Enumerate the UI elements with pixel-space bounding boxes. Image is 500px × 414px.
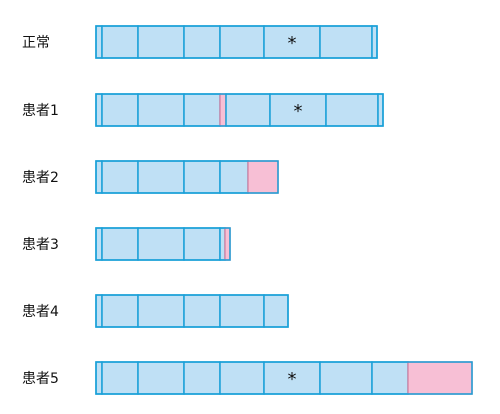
bar-frame [95,93,384,127]
exon-segment [263,294,289,328]
construct-row: 患者4 [0,294,500,328]
exon-segment [95,361,103,395]
construct-bar [95,294,289,328]
exon-segment [95,93,103,127]
exon-segment [137,25,185,59]
exon-segment [95,25,103,59]
exon-segment [219,160,249,194]
row-label: 患者1 [22,103,59,119]
exon-segment [325,93,379,127]
exon-segment [101,361,139,395]
exon-segment [371,361,409,395]
exon-segment [183,93,221,127]
bar-frame [95,294,289,328]
exon-segment [219,294,265,328]
construct-row: 患者3 [0,227,500,261]
asterisk-marker: * [288,369,297,390]
exon-segment [101,93,139,127]
exon-segment [137,160,185,194]
exon-segment [95,227,103,261]
construct-bar: * [95,25,378,59]
exon-segment [101,25,139,59]
asterisk-marker: * [288,33,297,54]
exon-segment [225,93,271,127]
row-label: 患者5 [22,371,59,387]
construct-row: 患者5 * [0,361,500,395]
exon-segment [183,361,221,395]
exon-segment [137,93,185,127]
construct-bar [95,160,279,194]
exon-segment [137,294,185,328]
exon-segment [137,361,185,395]
bar-frame [95,361,473,395]
exon-segment [219,361,265,395]
asterisk-marker: * [294,101,303,122]
exon-segment [183,160,221,194]
bar-frame [95,160,279,194]
row-label: 患者3 [22,237,59,253]
insertion-segment [219,93,227,127]
construct-bar: * [95,93,384,127]
exon-segment [319,361,373,395]
exon-segment [319,25,373,59]
bar-frame [95,25,378,59]
insertion-segment [407,361,473,395]
exon-segment [95,294,103,328]
exon-segment [95,160,103,194]
insertion-segment [247,160,279,194]
exon-segment [101,227,139,261]
exon-segment [263,25,321,59]
construct-bar: * [95,361,473,395]
exon-segment [137,227,185,261]
bar-frame [95,227,231,261]
exon-segment [183,25,221,59]
row-label: 患者2 [22,170,59,186]
row-label: 正常 [22,35,50,51]
row-label: 患者4 [22,304,59,320]
construct-row: 患者2 [0,160,500,194]
construct-bar [95,227,231,261]
exon-segment [183,294,221,328]
exon-segment [219,25,265,59]
exon-segment [101,160,139,194]
construct-row: 正常 * [0,25,500,59]
exon-segment [101,294,139,328]
exon-segment [183,227,221,261]
construct-row: 患者1 * [0,93,500,127]
